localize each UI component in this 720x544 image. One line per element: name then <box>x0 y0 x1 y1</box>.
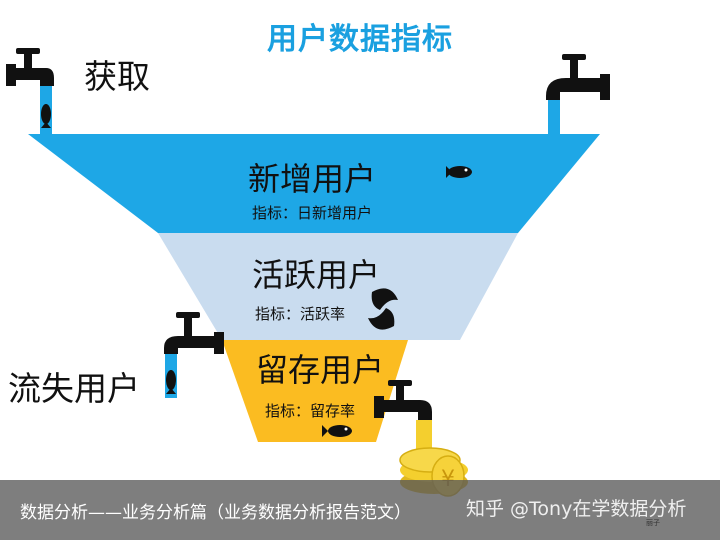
faucet-icon-top-right <box>546 54 610 100</box>
inflow-stream-right <box>548 98 560 138</box>
stage-new-users-title: 新增用户 <box>247 160 376 198</box>
funnel-stage-new-users <box>28 134 600 233</box>
fish-icon-lost-stream <box>166 370 176 394</box>
label-acquire: 获取 <box>84 57 150 96</box>
stage-active-users-title: 活跃用户 <box>251 256 380 294</box>
watermark-text: 知乎 @Tony在学数据分析 <box>466 498 687 520</box>
fish-icon-active-users <box>368 288 398 330</box>
caption-text: 数据分析——业务分析篇（业务数据分析报告范文） <box>20 503 411 523</box>
faucet-icon-lost-users <box>164 312 224 354</box>
small-mark-text: 丽子 <box>646 519 660 527</box>
faucet-icon-top-left <box>6 48 54 86</box>
fish-icon-new-users <box>446 166 472 178</box>
stage-retained-users-metric: 指标：留存率 <box>264 402 355 420</box>
caption-bar <box>0 480 720 540</box>
label-lost-users: 流失用户 <box>8 369 140 408</box>
stage-new-users-metric: 指标：日新增用户 <box>251 204 372 222</box>
outflow-stream-retain <box>416 420 432 450</box>
fish-icon-retained-users <box>322 425 352 437</box>
funnel-stage-retained-users <box>222 340 408 442</box>
funnel-stage-active-users <box>158 233 518 340</box>
stage-active-users-metric: 指标：活跃率 <box>254 305 345 323</box>
stage-retained-users-title: 留存用户 <box>255 351 384 389</box>
faucet-icon-retained <box>374 380 432 420</box>
page-title: 用户数据指标 <box>267 22 453 57</box>
fish-icon-left-stream <box>41 104 51 128</box>
